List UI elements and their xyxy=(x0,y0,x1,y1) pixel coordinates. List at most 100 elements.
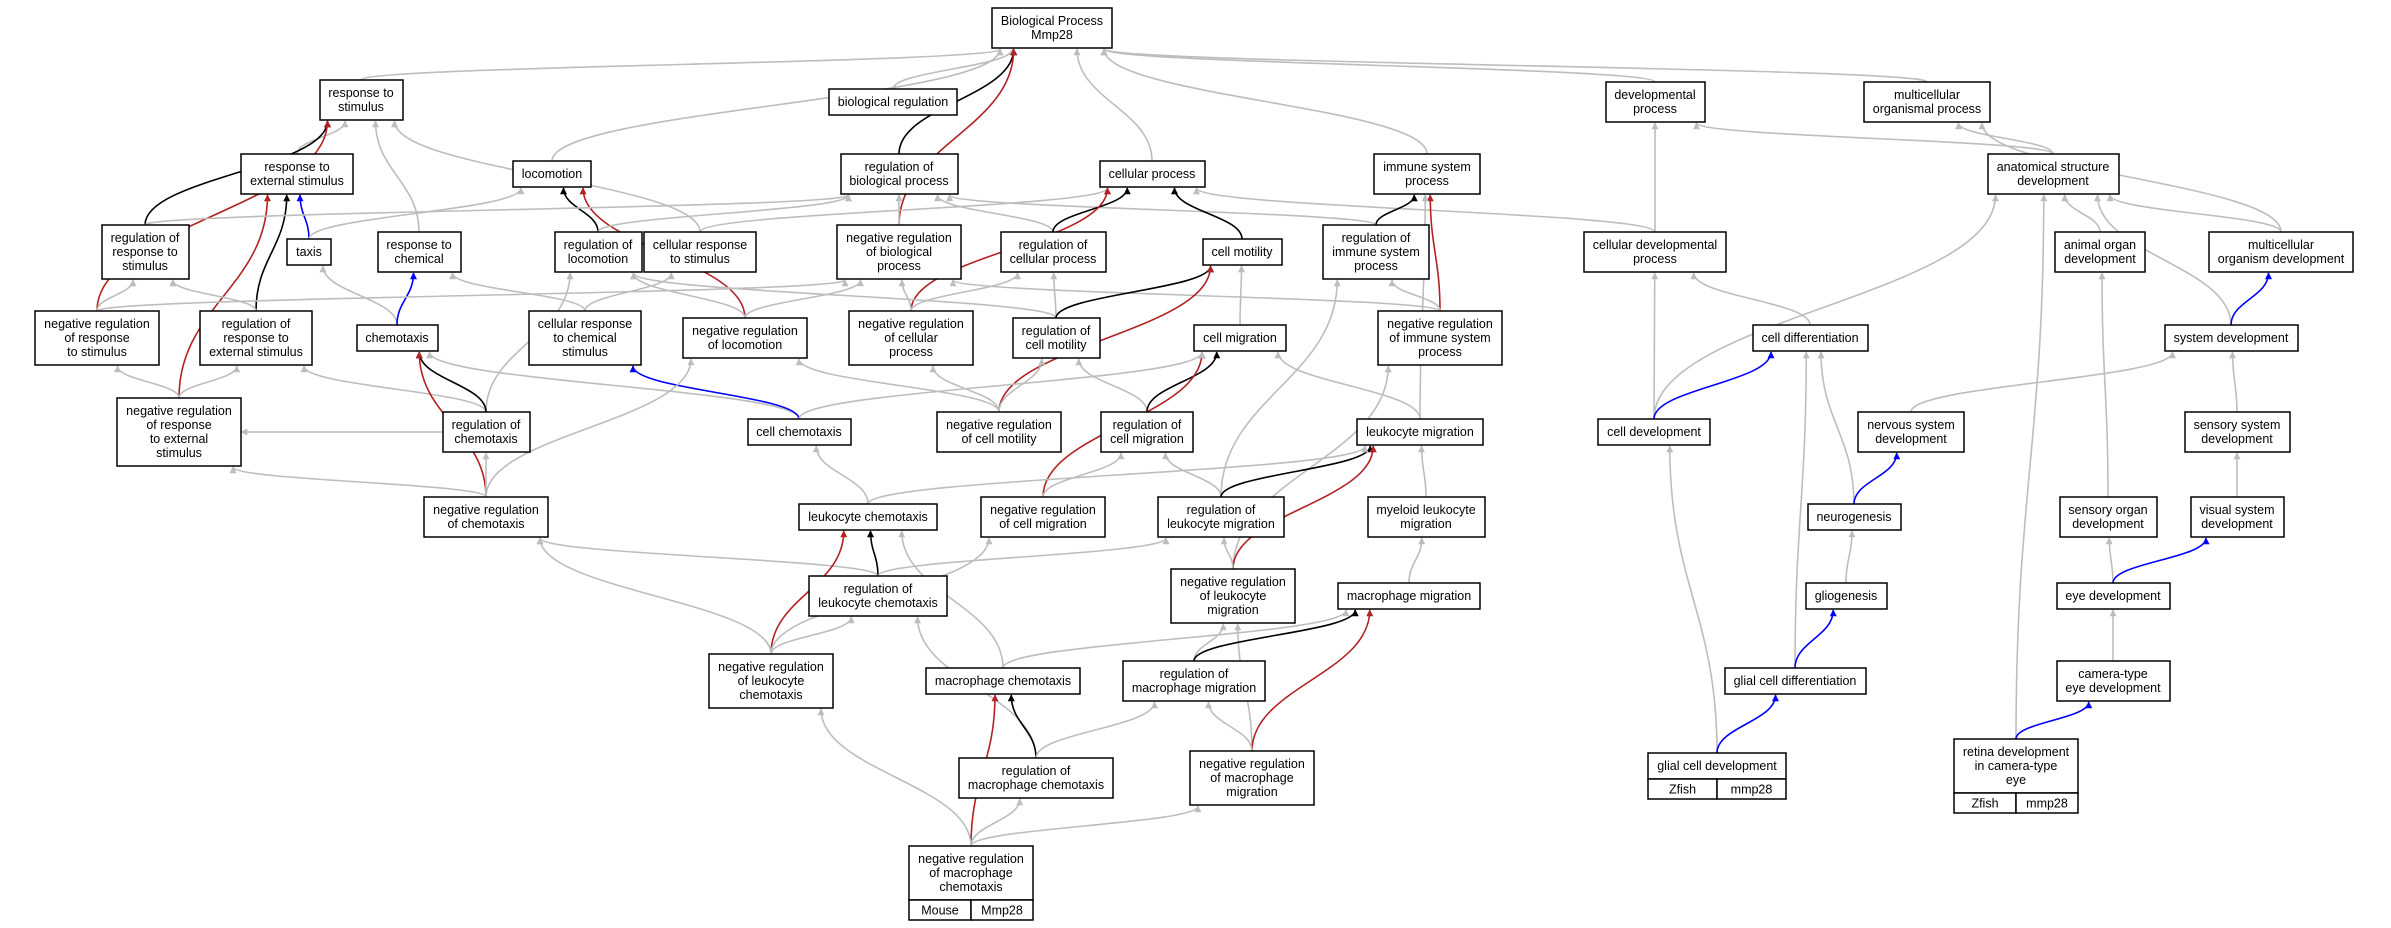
go-term-label: in camera-type xyxy=(1975,759,2058,773)
go-term-node[interactable]: system development xyxy=(2164,324,2299,352)
go-term-label: chemotaxis xyxy=(365,331,428,345)
negatively-regulates-edge xyxy=(1232,445,1377,570)
go-term-node[interactable]: macrophage chemotaxis xyxy=(925,667,1081,695)
go-term-box xyxy=(908,845,1034,901)
go-term-node[interactable]: leukocyte chemotaxis xyxy=(798,503,938,531)
go-term-node[interactable]: glial cell differentiation xyxy=(1724,667,1867,695)
go-term-node[interactable]: cell motility xyxy=(1202,238,1283,266)
negatively-regulates-edge xyxy=(770,530,848,655)
is-a-edge xyxy=(426,351,800,420)
go-term-box xyxy=(1157,496,1285,538)
go-term-label: myeloid leukocyte xyxy=(1376,503,1475,517)
go-term-box xyxy=(2056,582,2171,610)
go-term-label: regulation of xyxy=(1019,238,1088,252)
is-a-edge xyxy=(1162,452,1222,498)
go-term-node[interactable]: leukocyte migration xyxy=(1356,418,1484,446)
go-term-label: system development xyxy=(2174,331,2289,345)
go-term-node[interactable]: macrophage migration xyxy=(1337,582,1481,610)
go-term-box xyxy=(1373,153,1481,195)
go-term-node[interactable]: eye development xyxy=(2056,582,2171,610)
is-a-edge xyxy=(2061,194,2101,233)
go-term-box xyxy=(798,503,938,531)
go-term-node[interactable]: gliogenesis xyxy=(1805,582,1888,610)
go-term-box xyxy=(1752,324,1869,352)
go-term-node[interactable]: neurogenesis xyxy=(1807,503,1902,531)
go-term-box xyxy=(828,88,958,116)
is-a-edge xyxy=(2094,194,2232,326)
go-term-node[interactable]: chemotaxis xyxy=(356,324,439,352)
is-a-edge xyxy=(178,365,241,399)
go-term-box xyxy=(1356,418,1484,446)
go-term-node[interactable]: cell chemotaxis xyxy=(747,418,852,446)
go-term-node[interactable]: cell migration xyxy=(1193,324,1287,352)
go-term-label: cellular process xyxy=(1010,252,1097,266)
go-term-node[interactable]: locomotion xyxy=(512,160,592,188)
go-term-label: regulation of xyxy=(844,582,913,596)
go-term-box xyxy=(808,575,948,617)
go-term-node[interactable]: cell differentiation xyxy=(1752,324,1869,352)
go-term-box xyxy=(1857,411,1965,453)
is-a-edge xyxy=(1205,701,1253,752)
is-a-edge xyxy=(1418,445,1427,498)
is-a-edge xyxy=(1042,452,1125,498)
go-term-label: visual system xyxy=(2199,503,2274,517)
go-term-label: to stimulus xyxy=(67,345,127,359)
go-term-node[interactable]: cellular process xyxy=(1099,160,1206,188)
go-term-label: cell differentiation xyxy=(1761,331,1858,345)
go-term-node[interactable]: cell development xyxy=(1597,418,1711,446)
go-term-node[interactable]: taxis xyxy=(286,238,332,266)
go-term-label: stimulus xyxy=(562,345,608,359)
go-term-box xyxy=(1724,667,1867,695)
go-term-node[interactable]: biological regulation xyxy=(828,88,958,116)
is-a-edge xyxy=(360,48,1004,81)
go-term-label: neurogenesis xyxy=(1816,510,1891,524)
